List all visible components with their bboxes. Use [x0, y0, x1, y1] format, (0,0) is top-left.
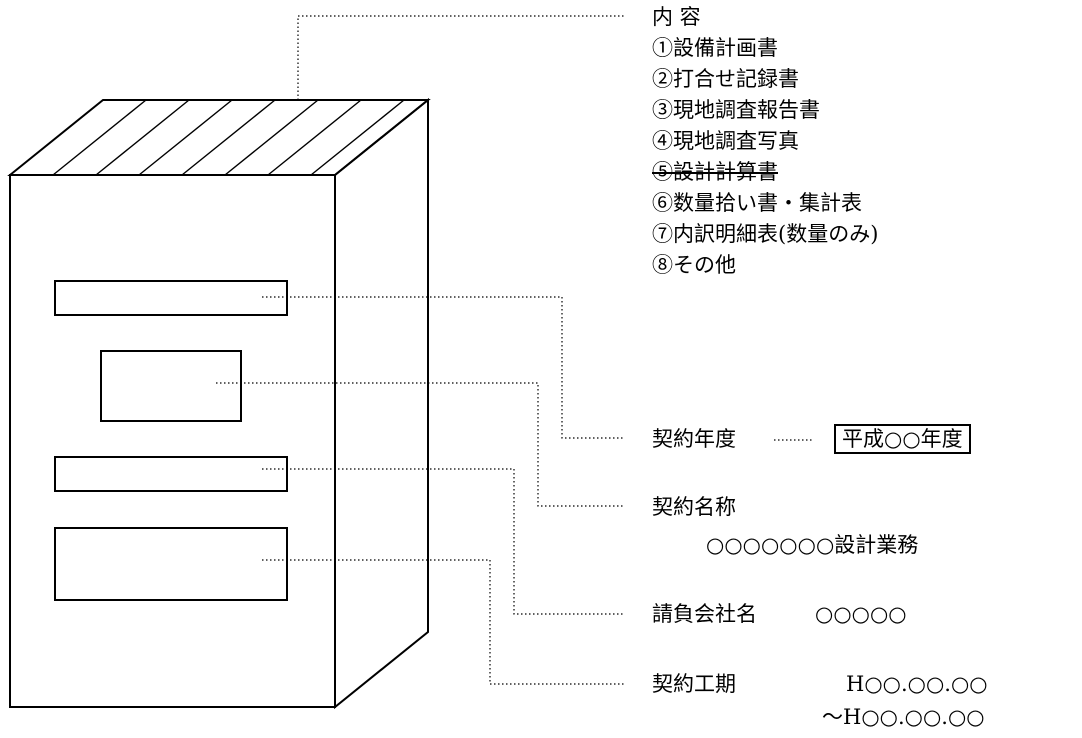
leader-lines — [216, 15, 813, 685]
contract-name-label: 契約名称 — [652, 495, 736, 519]
contract-period-end: ～H○○.○○.○○ — [822, 705, 985, 729]
label-box-contract-year — [54, 280, 288, 316]
binder-box — [7, 97, 431, 710]
binder-front-face — [9, 174, 336, 708]
binder-top-hatching — [52, 99, 405, 176]
label-box-contract-period — [54, 527, 288, 601]
leader-contract-year — [262, 296, 624, 439]
contents-item: ⑧その他 — [652, 253, 736, 277]
spine-label-boxes — [54, 280, 288, 601]
leader-contents — [297, 15, 624, 100]
label-box-contractor — [54, 456, 288, 492]
contents-heading: 内 容 — [652, 5, 701, 29]
contract-year-label: 契約年度 — [652, 427, 736, 451]
contract-year-value: 平成○○年度 — [834, 424, 971, 454]
contents-item: ③現地調査報告書 — [652, 98, 820, 122]
contents-item: ②打合せ記録書 — [652, 67, 799, 91]
contents-item: ①設備計画書 — [652, 36, 778, 60]
leader-contract-name — [216, 382, 624, 507]
contents-item: ⑥数量拾い書・集計表 — [652, 191, 862, 215]
contractor-value: ○○○○○ — [815, 602, 907, 626]
label-box-contract-name — [100, 350, 242, 422]
leader-contractor — [262, 468, 624, 615]
contents-item: ④現地調査写真 — [652, 129, 799, 153]
contents-item-struck: ⑤設計計算書 — [652, 160, 778, 184]
contract-period-label: 契約工期 — [652, 672, 736, 696]
contractor-label: 請負会社名 — [652, 602, 757, 626]
contract-period-start: H○○.○○.○○ — [846, 672, 988, 696]
contents-item: ⑦内訳明細表(数量のみ) — [652, 222, 879, 246]
contract-name-value: ○○○○○○○設計業務 — [706, 533, 919, 557]
leader-contract-period — [262, 559, 624, 685]
binder-side-face — [334, 97, 429, 710]
